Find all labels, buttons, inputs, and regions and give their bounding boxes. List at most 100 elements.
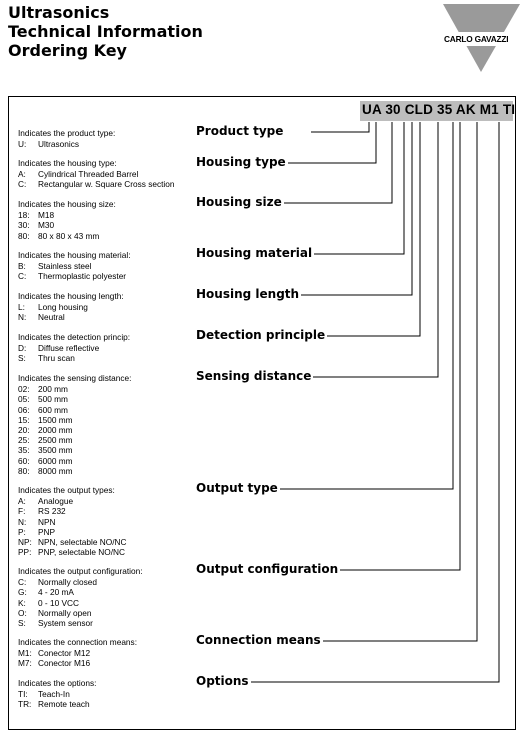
description-output-configuration: Indicates the output configuration: C:No… <box>18 566 143 628</box>
option-row: C: Thermoplastic polyester <box>18 271 131 281</box>
option-code: 15: <box>18 414 30 425</box>
option-code: 20: <box>18 425 30 436</box>
option-label: 200 mm <box>38 384 68 395</box>
option-code: 25: <box>18 435 30 446</box>
section-title-detection-principle: Detection principle <box>196 328 328 342</box>
description-housing-type: Indicates the housing type: A:Cylindrica… <box>18 158 175 190</box>
option-row: M7:Conector M16 <box>18 658 137 668</box>
option-label: Ultrasonics <box>38 139 80 150</box>
option-row: A: Analogue <box>18 496 127 506</box>
description-intro: Indicates the output types: <box>18 485 115 495</box>
option-row: 06: 600 mm <box>18 405 131 415</box>
option-label: Analogue <box>38 496 74 507</box>
option-row: 35: 3500 mm <box>18 445 131 455</box>
option-row: C:Normally closed <box>18 577 143 587</box>
document-title: Ultrasonics Technical Information Orderi… <box>8 3 203 60</box>
option-row: P: PNP <box>18 527 127 537</box>
description-intro: Indicates the connection means: <box>18 637 137 647</box>
option-code: 06: <box>18 404 30 415</box>
description-housing-size: Indicates the housing size: 18: M18 30:M3… <box>18 199 116 241</box>
section-title-housing-material: Housing material <box>196 246 315 260</box>
option-row: G: 4 - 20 mA <box>18 587 143 597</box>
section-title-output-type: Output type <box>196 481 280 495</box>
option-code: M7: <box>18 658 32 669</box>
option-code: U: <box>18 139 27 150</box>
option-code: 05: <box>18 394 30 405</box>
option-code: A: <box>18 496 26 507</box>
option-code: C: <box>18 577 27 588</box>
option-code: PP: <box>18 547 32 558</box>
ordering-code: UA 30 CLD 35 AK M1 TI <box>362 102 516 117</box>
description-intro: Indicates the housing size: <box>18 199 116 209</box>
option-row: 18: M18 <box>18 210 116 220</box>
option-code: 60: <box>18 455 30 466</box>
description-housing-length: Indicates the housing length: L:Long hou… <box>18 291 124 323</box>
option-label: PNP <box>38 526 56 537</box>
option-row: N:Neutral <box>18 312 124 322</box>
description-options: Indicates the options: TI:Teach-In TR:Re… <box>18 678 96 710</box>
option-label: Conector M12 <box>38 648 91 659</box>
option-label: Teach-In <box>38 689 70 700</box>
option-code: S: <box>18 618 26 629</box>
option-code: P: <box>18 526 26 537</box>
option-row: PP:PNP, selectable NO/NC <box>18 547 127 557</box>
section-title-sensing-distance: Sensing distance <box>196 369 314 383</box>
option-code: 80: <box>18 230 30 241</box>
description-product-type: Indicates the product type: U:Ultrasonic… <box>18 128 115 149</box>
option-label: 0 - 10 VCC <box>38 597 80 608</box>
section-title-output-configuration: Output configuration <box>196 562 341 576</box>
option-code: F: <box>18 506 26 517</box>
option-row: L: Long housing <box>18 302 124 312</box>
option-code: C: <box>18 271 27 282</box>
option-label: 3500 mm <box>38 445 73 456</box>
option-code: O: <box>18 607 27 618</box>
option-label: Thermoplastic polyester <box>38 271 127 282</box>
title-line: Ordering Key <box>8 41 127 60</box>
option-code: K: <box>18 597 26 608</box>
option-label: System sensor <box>38 618 93 629</box>
description-intro: Indicates the housing type: <box>18 158 117 168</box>
option-code: 80: <box>18 465 30 476</box>
option-code: G: <box>18 587 27 598</box>
option-row: 20:2000 mm <box>18 425 131 435</box>
description-housing-material: Indicates the housing material: B:Stainl… <box>18 250 131 282</box>
option-label: RS 232 <box>38 506 66 517</box>
description-intro: Indicates the output configuration: <box>18 566 143 576</box>
option-row: S: System sensor <box>18 618 143 628</box>
title-line: Technical Information <box>8 22 203 41</box>
option-code: N: <box>18 312 27 323</box>
option-label: M30 <box>38 220 55 231</box>
option-row: U: Ultrasonics <box>18 139 115 149</box>
option-code: 18: <box>18 210 30 221</box>
ordering-code-box <box>360 101 513 121</box>
section-title-options: Options <box>196 674 251 688</box>
option-code: 35: <box>18 445 30 456</box>
description-intro: Indicates the options: <box>18 678 97 688</box>
option-code: 02: <box>18 384 30 395</box>
option-label: 4 - 20 mA <box>38 587 74 598</box>
description-intro: Indicates the housing material: <box>18 250 131 260</box>
option-row: 60:6000 mm <box>18 456 131 466</box>
option-label: 8000 mm <box>38 465 73 476</box>
option-label: 2500 mm <box>38 435 73 446</box>
option-label: Normally open <box>38 607 92 618</box>
option-label: NPN, selectable NO/NC <box>38 537 127 548</box>
option-label: M18 <box>38 210 55 221</box>
option-row: TR:Remote teach <box>18 699 96 709</box>
option-label: Stainless steel <box>38 261 92 272</box>
option-code: TR: <box>18 699 32 710</box>
option-row: TI:Teach-In <box>18 689 96 699</box>
option-label: Long housing <box>38 302 88 313</box>
option-row: 05:500 mm <box>18 394 131 404</box>
option-label: 600 mm <box>38 404 68 415</box>
option-row: 30:M30 <box>18 220 116 230</box>
title-line: Ultrasonics <box>8 3 110 22</box>
option-row: F: RS 232 <box>18 506 127 516</box>
option-row: NP:NPN, selectable NO/NC <box>18 537 127 547</box>
option-code: M1: <box>18 648 32 659</box>
section-title-connection-means: Connection means <box>196 633 323 647</box>
logo-text: CARLO GAVAZZI <box>444 34 509 44</box>
carlo-gavazzi-logo-icon <box>443 4 520 72</box>
option-code: L: <box>18 302 25 313</box>
option-label: Rectangular w. Square Cross section <box>38 179 175 190</box>
